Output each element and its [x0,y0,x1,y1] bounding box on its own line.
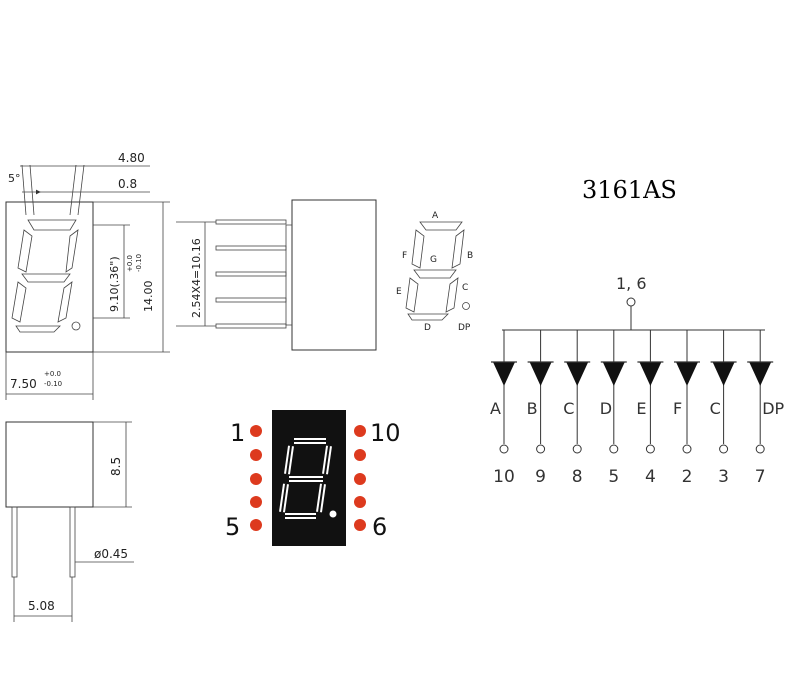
package-decimal-point [329,510,337,518]
diode-symbol [639,362,662,386]
dim-top-width: 4.80 [118,151,145,165]
front-view: 4.80 0.8 5° 9.10(.36") +0.0 14.00 -0.10 … [5,151,170,400]
diode-4: D5 [600,330,627,487]
dim-body-width: 7.50 [10,377,37,391]
diode-symbol [712,362,735,386]
seg-label-b: B [467,251,473,261]
segment-label: A [490,399,501,418]
pin-number: 5 [608,467,619,487]
seg-label-a: A [432,211,439,221]
diode-6: F2 [673,330,700,487]
bottom-pin-right [69,506,76,578]
pin-label-10: 10 [370,419,401,447]
diode-2: B9 [527,330,554,487]
part-number-title: 3161AS [582,176,677,204]
pin-number: 9 [535,467,546,487]
dim-body-depth: 8.5 [109,457,123,476]
dim-body-height-tol: -0.10 [135,254,143,272]
pin-dots-right [354,425,366,531]
pin-terminal [719,444,729,454]
pin-terminal [499,444,509,454]
pin-label-1: 1 [230,419,245,447]
segment-label: F [673,399,682,418]
diode-symbol [749,362,772,386]
side-view: 2.54X4=10.16 [176,199,377,351]
pin-number: 4 [645,467,656,487]
seg-label-e: E [396,287,402,297]
segment-label: D [600,399,612,418]
pin-number: 10 [493,467,515,487]
segment-label: C [710,399,721,418]
segment-map: A B C D E F G DP [396,211,473,333]
pin-terminal [572,444,582,454]
pin-terminal [536,444,546,454]
front-body-outline [5,201,94,353]
diode-7: C3 [710,330,737,487]
pin-terminal [755,444,765,454]
package-illustration: 1 10 5 6 [225,410,401,546]
diode-8: DP 7 [747,330,785,487]
bottom-pin-left [11,506,18,578]
pin-dots-left [250,425,262,531]
seg-label-f: F [402,251,407,261]
side-pins [215,219,287,329]
pin-number: 8 [572,467,583,487]
pin-terminal [645,444,655,454]
dim-angle: 5° [8,172,21,185]
segment-label: DP [762,399,784,418]
dim-pin-pitch: 2.54X4=10.16 [190,238,203,318]
pin-terminal [682,444,692,454]
seg-label-c: C [462,283,468,293]
diode-symbol [676,362,698,386]
side-body-outline [291,199,377,351]
dim-body-width-tol-bottom: -0.10 [44,380,62,388]
bottom-view: 8.5 ø0.45 5.08 [5,421,134,622]
segment-label: E [636,399,646,418]
dim-body-height: 14.00 [142,281,155,313]
diode-symbol [493,362,515,386]
pin-number: 3 [718,467,729,487]
pin-label-6: 6 [372,513,387,541]
common-pin-label: 1, 6 [616,274,647,293]
segment-label: C [563,399,574,418]
front-digit-outline [11,219,81,333]
diode-3: C8 [563,330,591,487]
pin-label-5: 5 [225,513,240,541]
common-pin-terminal [626,297,636,307]
seg-label-dp: DP [458,323,471,333]
diode-symbol [529,362,552,386]
diode-1: A 10 [490,330,517,487]
diode-symbol [602,362,625,386]
dim-top-small: 0.8 [118,177,137,191]
dim-pin-diameter: ø0.45 [94,547,128,561]
dim-digit-tol: +0.0 [126,255,134,272]
pin-number: 2 [682,467,693,487]
dim-body-width-tol-top: +0.0 [44,370,61,378]
pin-terminal [609,444,619,454]
dim-pin-spacing: 5.08 [28,599,55,613]
pin-number: 7 [755,467,766,487]
dim-digit-height: 9.10(.36") [108,256,121,312]
segment-label: B [527,399,538,418]
diode-5: E4 [636,330,664,487]
diode-symbol [566,362,589,386]
seg-label-g: G [430,255,437,265]
bottom-body-outline [5,421,94,508]
seg-label-d: D [424,323,431,333]
